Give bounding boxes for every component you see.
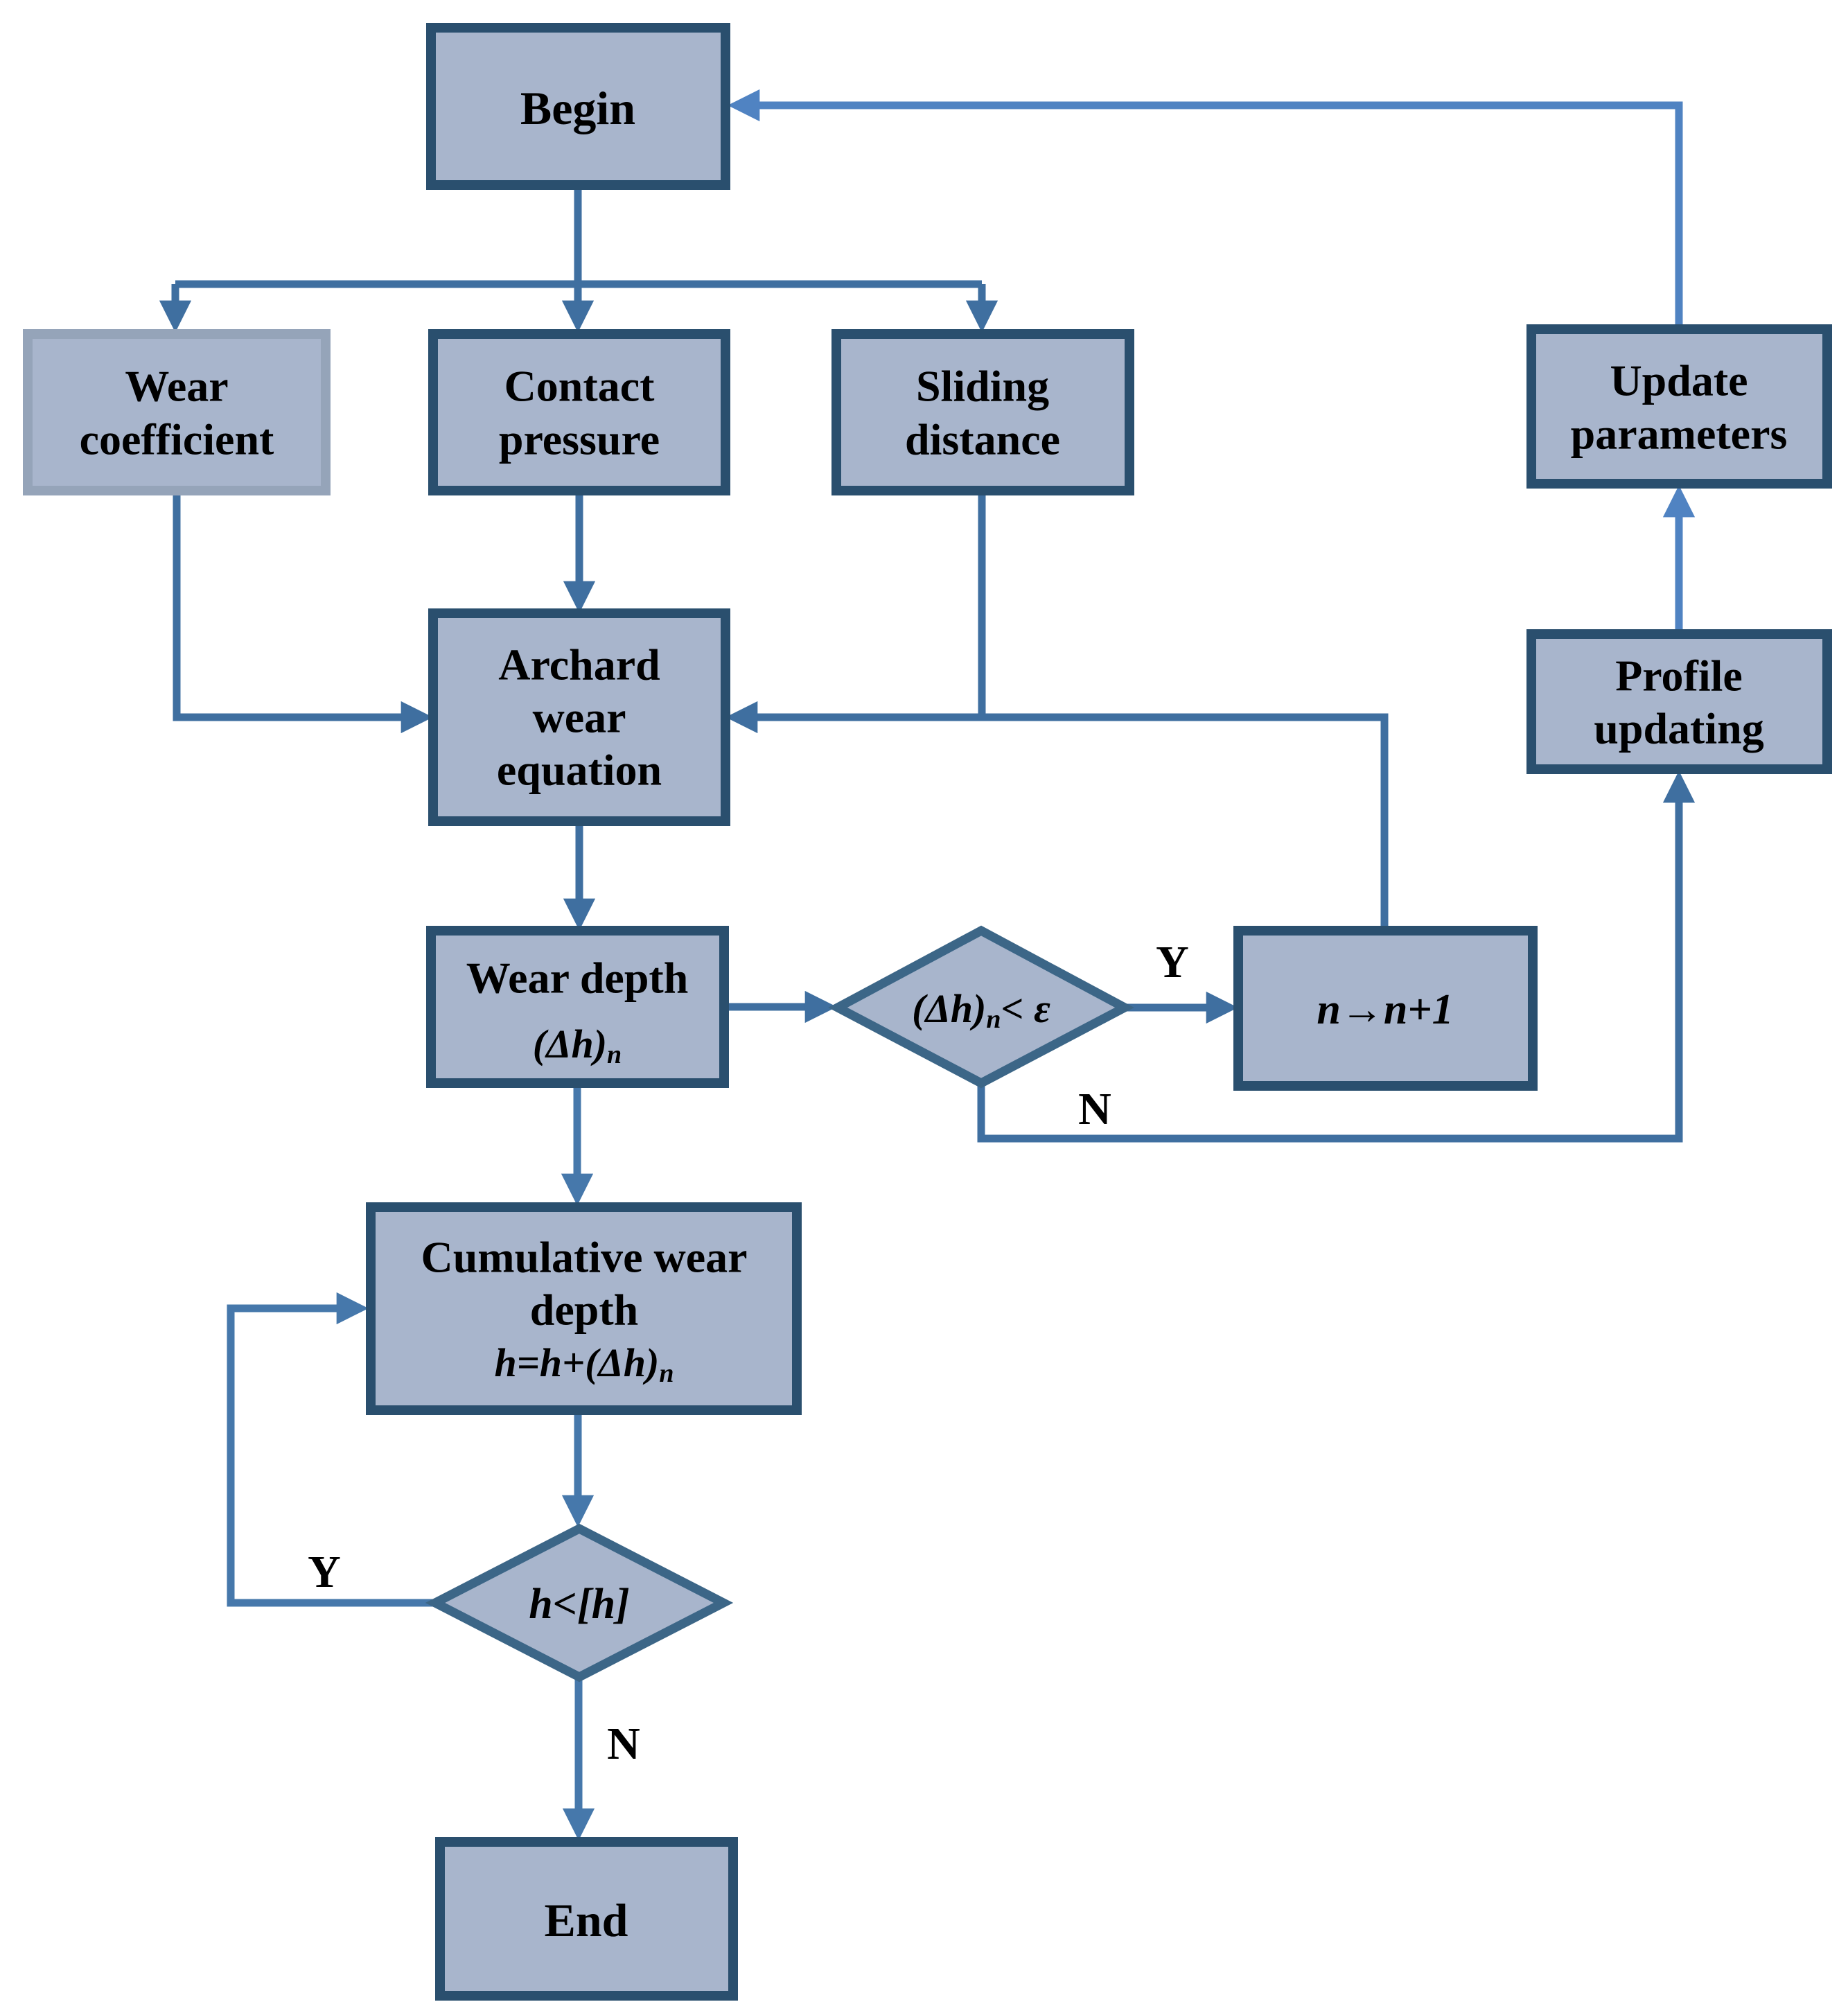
contact-pressure-line2: pressure xyxy=(499,415,660,464)
wear-coefficient-line1: Wear xyxy=(125,362,228,411)
wear-limit-formula: h<[h] xyxy=(529,1581,630,1628)
convergence-formula-main: (Δh) xyxy=(912,986,986,1031)
contact-pressure-box xyxy=(428,329,730,495)
edge-update-to-begin xyxy=(728,89,1683,329)
wear-limit-diamond xyxy=(425,1523,734,1683)
node-wear-coefficient: Wear coefficient xyxy=(23,329,331,495)
cumulative-line2: depth xyxy=(530,1285,639,1335)
node-sliding-distance: Sliding distance xyxy=(831,329,1134,495)
cumulative-line1: Cumulative wear xyxy=(421,1233,747,1282)
label-limit-yes: Y xyxy=(308,1547,341,1597)
update-parameters-box xyxy=(1526,324,1832,489)
edge-increment-to-archard xyxy=(725,701,1389,931)
edge-decision-no-to-profile xyxy=(977,771,1696,1143)
sliding-distance-box xyxy=(831,329,1134,495)
update-parameters-line2: parameters xyxy=(1571,410,1788,459)
convergence-formula-sub: n xyxy=(986,1005,1001,1034)
node-end: End xyxy=(435,1837,738,2001)
sliding-distance-line1: Sliding xyxy=(916,362,1049,411)
node-cumulative-wear-depth: Cumulative wear depth h=h+(Δh)n xyxy=(366,1202,802,1415)
update-parameters-line1: Update xyxy=(1610,356,1748,405)
cumulative-formula-main: h=h+(Δh) xyxy=(494,1340,659,1385)
archard-equation-box xyxy=(428,608,730,826)
wear-depth-box xyxy=(426,926,729,1088)
archard-line2: wear xyxy=(532,693,626,742)
begin-label: Begin xyxy=(520,82,635,134)
end-label: End xyxy=(545,1894,628,1947)
label-converge-yes: Y xyxy=(1156,937,1189,987)
begin-box xyxy=(426,23,730,190)
node-profile-updating: Profile updating xyxy=(1526,629,1832,774)
edge-wear-coefficient-to-archard xyxy=(173,491,433,734)
increment-box xyxy=(1233,926,1538,1091)
archard-line1: Archard xyxy=(498,640,660,690)
node-wear-depth: Wear depth (Δh)n xyxy=(426,926,729,1088)
label-limit-no: N xyxy=(607,1719,640,1769)
wear-depth-formula-sub: n xyxy=(607,1040,622,1069)
node-increment: n→n+1 xyxy=(1233,926,1538,1091)
cumulative-box xyxy=(366,1202,802,1415)
profile-updating-line1: Profile xyxy=(1615,651,1743,701)
node-archard-equation: Archard wear equation xyxy=(428,608,730,826)
edge-limit-yes-to-cumulative xyxy=(227,1292,435,1607)
profile-updating-box xyxy=(1526,629,1832,774)
profile-updating-line2: updating xyxy=(1594,704,1763,753)
node-contact-pressure: Contact pressure xyxy=(428,329,730,495)
archard-line3: equation xyxy=(497,746,662,795)
wear-depth-formula: (Δh)n xyxy=(533,1021,622,1070)
node-begin: Begin xyxy=(426,23,730,190)
convergence-formula-tail: < ε xyxy=(1001,986,1051,1031)
decision-convergence: (Δh)n< ε xyxy=(828,925,1134,1089)
convergence-formula: (Δh)n< ε xyxy=(912,986,1050,1035)
wear-coefficient-line2: coefficient xyxy=(80,415,274,464)
contact-pressure-line1: Contact xyxy=(504,362,655,411)
wear-depth-line1: Wear depth xyxy=(466,954,689,1003)
wear-coefficient-box xyxy=(23,329,331,495)
cumulative-formula-sub: n xyxy=(659,1359,674,1388)
end-box xyxy=(435,1837,738,2001)
cumulative-formula: h=h+(Δh)n xyxy=(494,1340,674,1389)
convergence-diamond xyxy=(828,925,1134,1089)
label-converge-no: N xyxy=(1078,1084,1111,1134)
node-update-parameters: Update parameters xyxy=(1526,324,1832,489)
increment-formula: n→n+1 xyxy=(1317,986,1453,1033)
sliding-distance-line2: distance xyxy=(905,415,1060,464)
decision-wear-limit: h<[h] xyxy=(425,1523,734,1683)
wear-depth-formula-main: (Δh) xyxy=(533,1021,607,1066)
